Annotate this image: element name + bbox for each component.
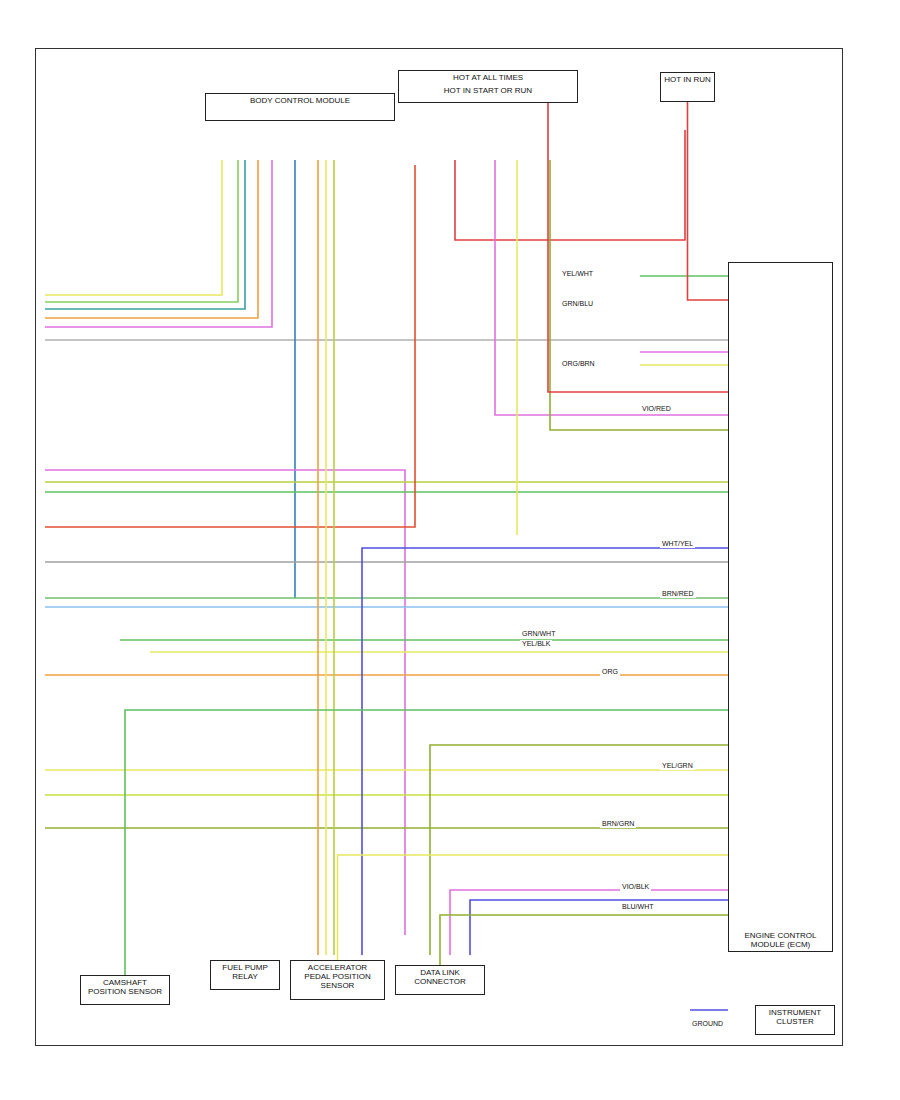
wire-label: BRN/GRN (600, 820, 636, 828)
wire (690, 1009, 728, 1011)
wire-label: ORG (600, 668, 620, 676)
wire-connector (338, 855, 729, 960)
wire (550, 160, 728, 430)
wire-label: WHT/YEL (660, 540, 695, 548)
node-label: HOT AT ALL TIMES (399, 71, 577, 84)
wire (45, 794, 728, 796)
wire-label: GRN/BLU (560, 300, 595, 308)
wire (120, 639, 728, 641)
node-label: INSTRUMENT CLUSTER (756, 1006, 834, 1028)
node-label: CAMSHAFT POSITION SENSOR (81, 976, 169, 998)
fuse-box: HOT AT ALL TIMESHOT IN START OR RUN (398, 70, 578, 103)
wire (45, 160, 245, 309)
wire (325, 160, 327, 955)
node-label: FUEL PUMP RELAY (211, 961, 279, 983)
wire-connector (440, 915, 728, 965)
wire (640, 351, 728, 353)
wire (470, 900, 728, 955)
wire-connector (125, 710, 728, 975)
cluster-box: INSTRUMENT CLUSTER (755, 1005, 835, 1035)
wire-label: BRN/RED (660, 590, 696, 598)
wire (45, 606, 728, 608)
wire (455, 130, 685, 240)
wire (45, 160, 258, 318)
wire-connector (688, 102, 729, 300)
wire (45, 674, 728, 676)
wire (45, 561, 728, 563)
sensor-box: CAMSHAFT POSITION SENSOR (80, 975, 170, 1005)
node-label: DATA LINK CONNECTOR (396, 966, 484, 988)
node-label: HOT IN START OR RUN (399, 84, 577, 97)
wire-label: YEL/BLK (520, 640, 552, 648)
node-label: BODY CONTROL MODULE (206, 94, 394, 107)
wire (150, 651, 728, 653)
module-box: BODY CONTROL MODULE (205, 93, 395, 121)
wire-label: GROUND (690, 1020, 725, 1028)
connector-box: DATA LINK CONNECTOR (395, 965, 485, 995)
wire (45, 597, 728, 599)
wire-label: VIO/RED (640, 405, 673, 413)
module-box: ENGINE CONTROL MODULE (ECM) (728, 262, 833, 952)
wire (430, 745, 728, 955)
sensor-box: ACCELERATOR PEDAL POSITION SENSOR (290, 960, 385, 1000)
wire (317, 160, 319, 955)
wire (45, 491, 728, 493)
wire-label: ORG/BRN (560, 360, 597, 368)
wire (516, 160, 518, 535)
wire (640, 364, 728, 366)
wire (45, 339, 728, 341)
relay-box: FUEL PUMP RELAY (210, 960, 280, 990)
wire (45, 481, 728, 483)
fuse-box: HOT IN RUN (660, 72, 715, 102)
wire-connector (548, 103, 728, 392)
wire (45, 160, 272, 327)
wire-label: GRN/WHT (520, 630, 557, 638)
wire (45, 160, 222, 295)
wire (362, 548, 728, 955)
wire (294, 160, 296, 598)
node-label: ENGINE CONTROL MODULE (ECM) (729, 929, 832, 951)
wire-label: BLU/WHT (620, 903, 656, 911)
wire (45, 769, 728, 771)
wire-label: YEL/GRN (660, 762, 695, 770)
wire (450, 890, 728, 955)
wire (45, 470, 405, 935)
wire (640, 275, 728, 277)
page-frame (35, 48, 843, 1046)
node-label: HOT IN RUN (661, 73, 714, 86)
wire (495, 160, 728, 415)
node-label: ACCELERATOR PEDAL POSITION SENSOR (291, 961, 384, 993)
wire-label: VIO/BLK (620, 883, 651, 891)
wire (45, 160, 238, 302)
wire-label: YEL/WHT (560, 270, 595, 278)
wire (333, 160, 335, 955)
wire (45, 165, 415, 527)
